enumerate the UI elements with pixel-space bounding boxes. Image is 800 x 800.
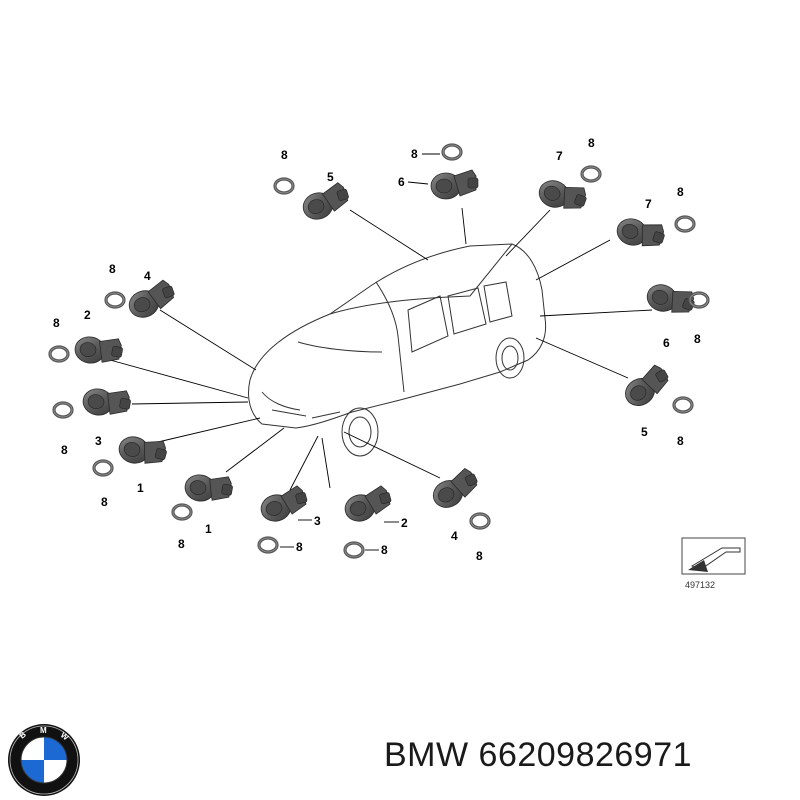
callout-label: 5 [641, 425, 648, 439]
svg-text:B: B [18, 730, 28, 741]
sensor-part-1-left [115, 430, 170, 472]
callout-label: 2 [84, 308, 91, 322]
callout-label: 2 [401, 516, 408, 530]
ring-callout-label: 8 [677, 185, 684, 199]
callout-label: 5 [327, 170, 334, 184]
ring-callout-label: 8 [588, 136, 595, 150]
ring-callout-label: 8 [109, 262, 116, 276]
ring-callout-label: 8 [411, 147, 418, 161]
ring-callout-label: 8 [61, 443, 68, 457]
callout-label: 4 [451, 529, 458, 543]
callout-label: 3 [314, 514, 321, 528]
callout-label: 3 [95, 434, 102, 448]
callout-label: 7 [556, 149, 563, 163]
part-number-caption: BMW 66209826971 [384, 736, 693, 774]
ring-callout-label: 8 [178, 537, 185, 551]
svg-text:M: M [40, 726, 47, 735]
sensor-part-6-top [430, 169, 479, 200]
sensor-part-1-front [182, 469, 235, 507]
leader-lines [109, 207, 653, 491]
sensor-part-3-front [256, 483, 311, 525]
sensor-part-2-front [340, 483, 395, 525]
svg-text:W: W [59, 730, 71, 742]
sensor-part-4-left [124, 277, 179, 322]
sensor-part-2-left [72, 331, 125, 369]
reference-box: 497132 [681, 537, 746, 590]
ring-callout-label: 8 [296, 540, 303, 554]
ring-callout-label: 8 [53, 316, 60, 330]
bmw-logo-icon: B M W [8, 724, 80, 796]
sensor-part-5-top [298, 180, 353, 224]
callout-label: 1 [205, 522, 212, 536]
ring-callout-label: 8 [476, 549, 483, 563]
callout-label: 6 [663, 336, 670, 350]
ring-callout-label: 8 [101, 495, 108, 509]
callout-label: 4 [144, 269, 151, 283]
car-outline [248, 243, 547, 457]
sensor-part-4-front [427, 465, 483, 513]
ring-callout-label: 8 [694, 332, 701, 346]
callout-label: 1 [137, 481, 144, 495]
sensor-part-5-right [618, 361, 675, 412]
ring-callout-label: 8 [281, 148, 288, 162]
sensor-part-7-upper [535, 173, 590, 218]
sensor-part-3-left [80, 383, 133, 421]
ring-callout-label: 8 [381, 543, 388, 557]
sensor-part-7-right [613, 211, 668, 255]
callout-label: 7 [645, 197, 652, 211]
callout-label: 6 [398, 175, 405, 189]
reference-number: 497132 [685, 580, 715, 590]
ring-callout-label: 8 [677, 434, 684, 448]
